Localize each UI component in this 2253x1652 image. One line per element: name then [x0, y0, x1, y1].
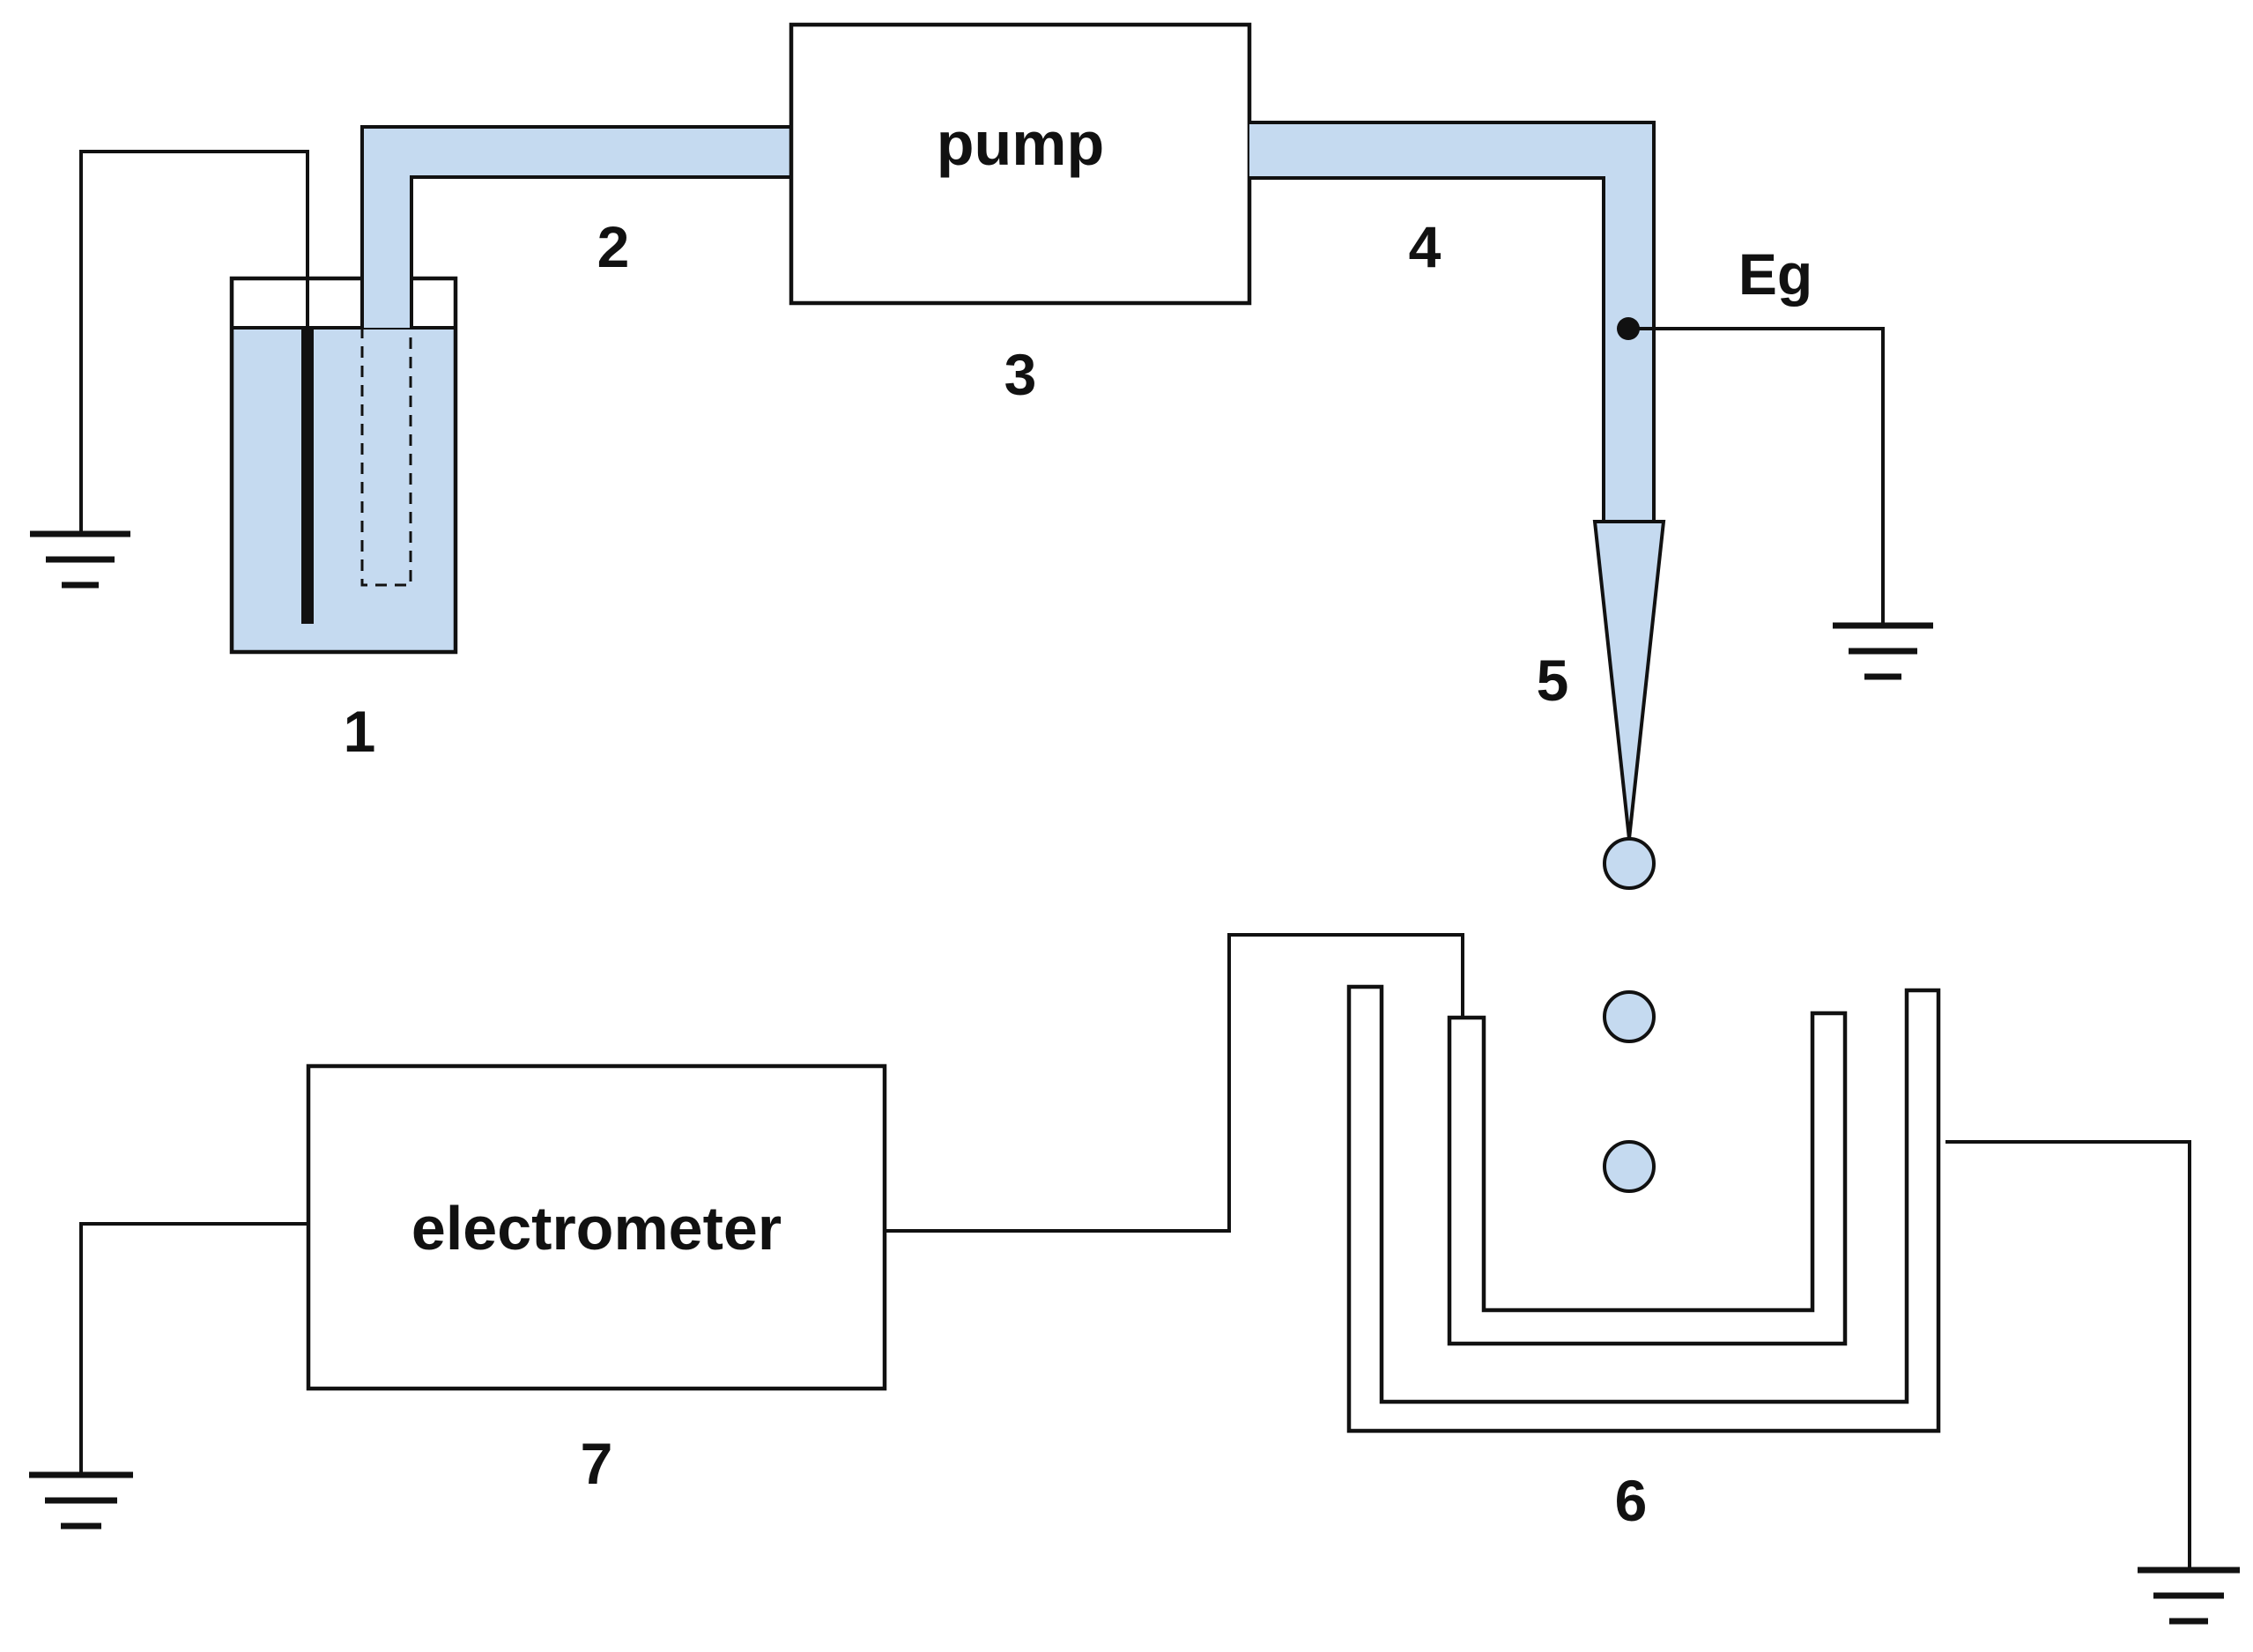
- droplet-icon: [1603, 1140, 1656, 1193]
- reservoir-outline: [229, 276, 458, 655]
- droplet-icon: [1603, 990, 1656, 1043]
- label-4: 4: [1409, 214, 1441, 279]
- droplet-icon: [1603, 837, 1656, 890]
- electrometer-box: [306, 1063, 887, 1391]
- faraday-cup-outer-shield: [1346, 984, 1941, 1433]
- label-1: 1: [344, 699, 376, 764]
- label-6: 6: [1615, 1468, 1648, 1533]
- signal-wire: [885, 933, 1464, 1233]
- tube-in-liquid: [362, 127, 791, 328]
- faraday-cup: [1346, 984, 1941, 1433]
- nozzle: [1592, 520, 1666, 840]
- tube-in: [360, 125, 791, 328]
- ground-symbol-icon: [2138, 1567, 2240, 1625]
- reservoir: [229, 276, 458, 655]
- label-7: 7: [581, 1431, 613, 1496]
- label-3: 3: [1004, 342, 1037, 407]
- reservoir-electrode: [301, 328, 314, 624]
- label-5: 5: [1537, 648, 1569, 713]
- reservoir-ground-wire: [79, 150, 309, 532]
- shield-ground-wire: [1945, 1140, 2191, 1568]
- electrometer-label: electrometer: [411, 1194, 782, 1263]
- pump-label: pump: [937, 109, 1105, 178]
- electrometer-ground-wire: [79, 1222, 308, 1473]
- tube-out: [1249, 121, 1656, 522]
- reservoir-liquid: [232, 328, 456, 652]
- ground-symbol-icon: [29, 1471, 133, 1530]
- eg-ground-wire: [1628, 327, 1885, 624]
- ground-symbol-icon: [1833, 622, 1933, 680]
- ground-symbol-icon: [30, 530, 130, 589]
- label-2: 2: [597, 214, 630, 279]
- label-eg: Eg: [1738, 241, 1812, 307]
- faraday-cup-inner-cup: [1447, 1011, 1848, 1346]
- tube-out-liquid: [1249, 122, 1654, 522]
